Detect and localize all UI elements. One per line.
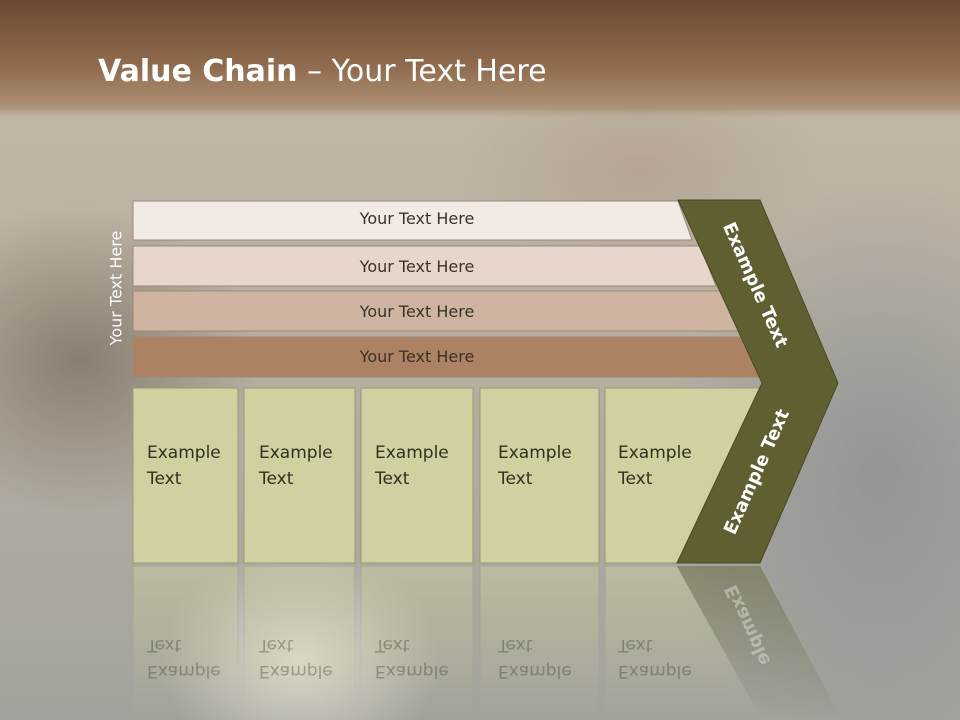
column-1: [132, 387, 239, 564]
bar-4-label: Your Text Here: [359, 347, 475, 366]
slide-title: Value Chain – Your Text Here: [98, 54, 547, 89]
column-1-line1: Example: [147, 443, 221, 463]
column-1-reflection: Example Text: [147, 632, 221, 684]
column-3-refl-line1: Example: [375, 661, 449, 681]
bar-2-label: Your Text Here: [359, 257, 475, 276]
column-2-refl-line2: Text: [259, 635, 294, 655]
diagram-reflection: [132, 565, 840, 717]
column-4-line1: Example: [498, 443, 572, 463]
column-4-reflection: Example Text: [498, 632, 572, 684]
column-5-line2: Text: [618, 469, 653, 489]
column-2-refl-line1: Example: [259, 661, 333, 681]
bar-3-label: Your Text Here: [359, 302, 475, 321]
column-1-refl-line1: Example: [147, 661, 221, 681]
column-3-reflection: Example Text: [375, 632, 449, 684]
bar-1-label: Your Text Here: [359, 209, 475, 228]
column-1-line2: Text: [147, 469, 182, 489]
bar-1: [132, 200, 693, 241]
column-3: [360, 387, 474, 564]
column-4-line2: Text: [498, 469, 533, 489]
column-5-line1: Example: [618, 443, 692, 463]
title-bar: [0, 0, 960, 118]
slide-title-bold: Value Chain: [98, 54, 298, 89]
column-4: [479, 387, 600, 564]
column-3-refl-line2: Text: [375, 635, 410, 655]
column-1-refl-line2: Text: [147, 635, 182, 655]
column-5-refl-line2: Text: [618, 635, 653, 655]
chevron-arrow: [676, 199, 839, 564]
column-2: [243, 387, 356, 564]
column-4-refl-line1: Example: [498, 661, 572, 681]
column-4-refl-line2: Text: [498, 635, 533, 655]
column-5-refl-line1: Example: [618, 661, 692, 681]
column-3-line2: Text: [375, 469, 410, 489]
column-2-line2: Text: [259, 469, 294, 489]
slide-title-rest: – Your Text Here: [297, 54, 547, 89]
column-2-reflection: Example Text: [259, 632, 333, 684]
column-3-line1: Example: [375, 443, 449, 463]
column-2-line1: Example: [259, 443, 333, 463]
bar-2: [132, 245, 717, 287]
column-5-reflection: Example Text: [618, 632, 692, 684]
